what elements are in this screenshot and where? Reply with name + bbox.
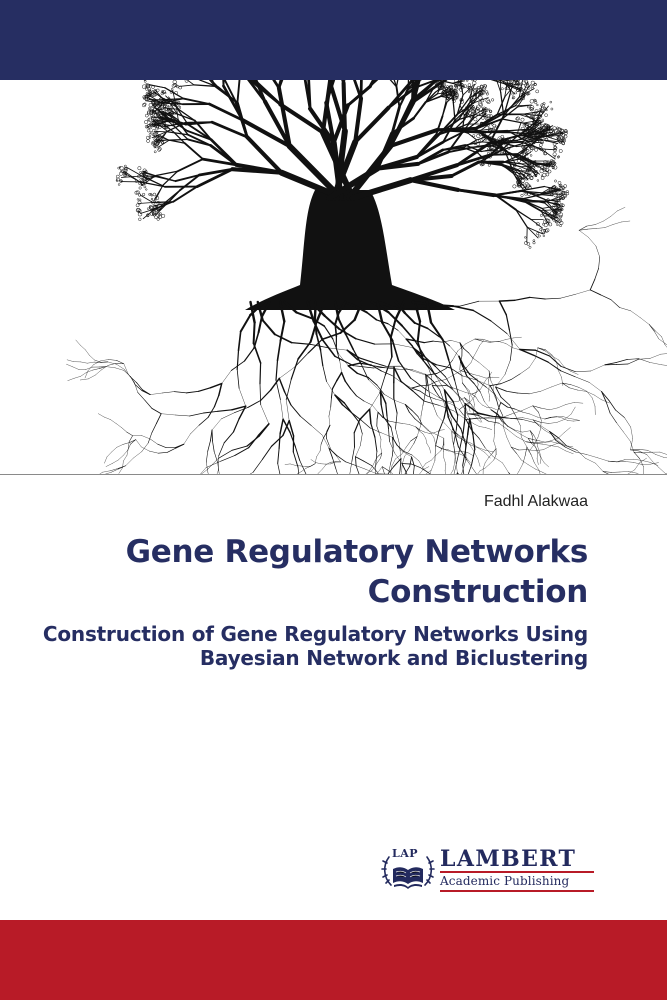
book-subtitle-line-2: Bayesian Network and Biclustering <box>199 646 588 670</box>
publisher-tagline: Academic Publishing <box>440 874 570 888</box>
publisher-rule-top <box>440 871 594 873</box>
bottom-color-band <box>0 920 667 1000</box>
cover-illustration <box>0 80 667 475</box>
tree-with-roots-illustration <box>66 80 667 475</box>
publisher-name: LAMBERT <box>440 846 577 872</box>
publisher-emblem-text: LAP <box>392 847 419 860</box>
publisher-rule-bottom <box>440 890 594 892</box>
author-name: Fadhl Alakwaa <box>483 493 588 510</box>
book-title-line-2: Construction <box>367 574 589 610</box>
open-book-laurel-icon <box>381 856 435 889</box>
publisher-logo: LAP LAMBERT Academic Publishing <box>380 843 600 893</box>
top-color-band <box>0 0 667 80</box>
cover-divider-line <box>0 474 667 475</box>
book-subtitle: Construction of Gene Regulatory Networks… <box>8 622 588 670</box>
book-title: Gene Regulatory Networks Construction <box>28 532 589 612</box>
book-subtitle-line-1: Construction of Gene Regulatory Networks… <box>42 622 588 646</box>
book-title-line-1: Gene Regulatory Networks <box>125 534 589 570</box>
